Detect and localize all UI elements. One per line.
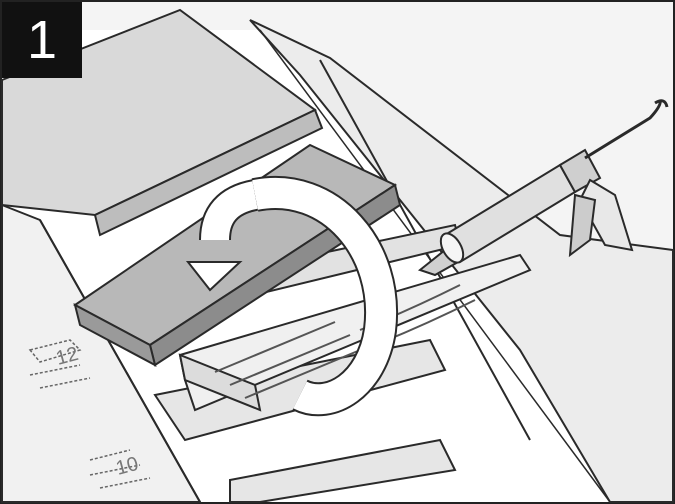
step-number: 1 bbox=[27, 10, 57, 70]
step-number-badge: 1 bbox=[2, 2, 82, 78]
